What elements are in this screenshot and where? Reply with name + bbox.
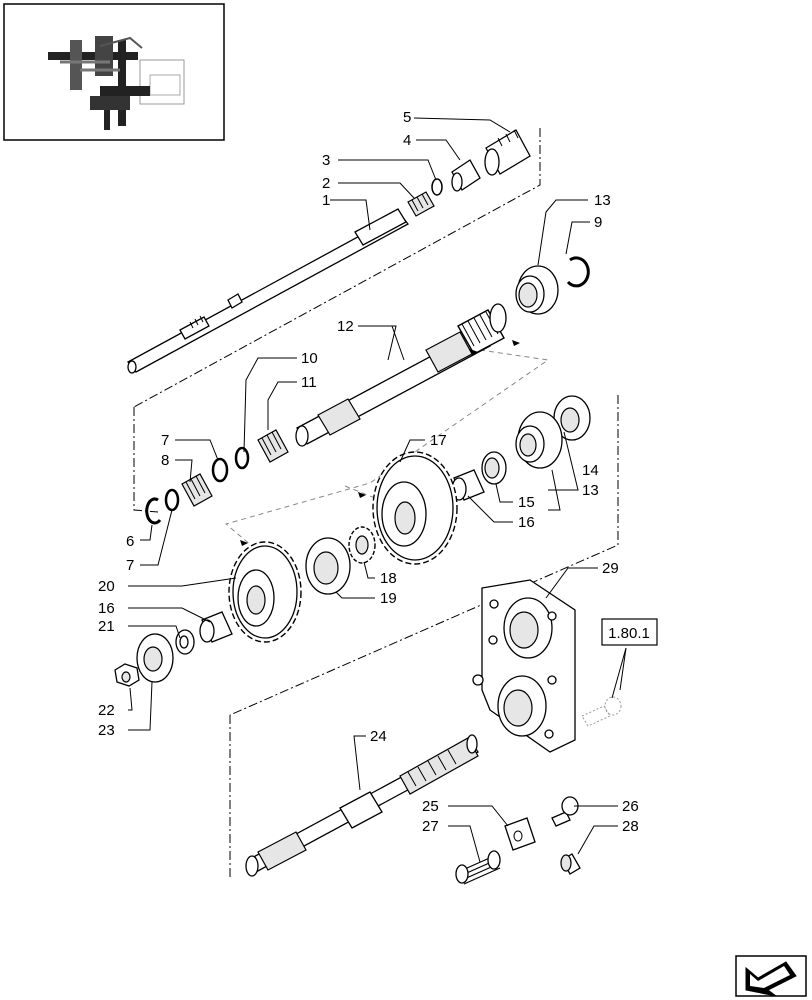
part-3-circlip (431, 178, 443, 196)
leader-lines (128, 117, 627, 863)
callout-10: 10 (301, 350, 318, 367)
callout-13-lower: 13 (582, 482, 599, 499)
reference-box[interactable]: 1.80.1 (601, 618, 658, 646)
part-20-gear (228, 541, 302, 643)
callout-18: 18 (380, 570, 397, 587)
callout-3: 3 (322, 152, 330, 169)
part-7-ring-lower (164, 488, 180, 512)
callout-21: 21 (98, 618, 115, 635)
part-9-circlip (566, 256, 590, 288)
callout-24: 24 (370, 728, 387, 745)
part-26-pin (551, 796, 579, 827)
callout-4: 4 (403, 132, 411, 149)
reference-box-label: 1.80.1 (608, 625, 650, 642)
callout-5: 5 (403, 109, 411, 126)
callout-25: 25 (422, 798, 439, 815)
callout-27: 27 (422, 818, 439, 835)
callout-1: 1 (322, 192, 330, 209)
part-19-hub (305, 537, 351, 595)
part-25-washer (504, 817, 536, 851)
part-24-shaft (245, 734, 479, 877)
part-1-shaft (127, 208, 409, 374)
part-2-needle-bearing (407, 191, 435, 217)
callout-8: 8 (161, 452, 169, 469)
referenced-bolt-ghost (581, 696, 622, 727)
callout-20: 20 (98, 578, 115, 595)
part-12-shaft (295, 303, 507, 447)
part-16-bushing-lower (199, 611, 233, 643)
part-13-bearing-upper (515, 265, 559, 315)
part-7-ring-upper (211, 457, 229, 483)
callout-2: 2 (322, 175, 330, 192)
part-23-bearing (136, 633, 174, 683)
part-4-sleeve (451, 159, 481, 192)
callout-15: 15 (518, 494, 535, 511)
part-16-bushing-upper (451, 469, 485, 501)
callout-7-lower: 7 (126, 557, 134, 574)
callout-labels: 1 2 3 4 5 6 7 7 8 9 10 11 12 13 13 14 15… (98, 109, 639, 835)
callout-22: 22 (98, 702, 115, 719)
callout-7-upper: 7 (161, 432, 169, 449)
callout-14: 14 (582, 462, 599, 479)
callout-12: 12 (337, 318, 354, 335)
part-13-bearing-lower (515, 411, 563, 469)
part-15-spacer (481, 451, 507, 485)
part-18-pinion (348, 526, 376, 564)
callout-19: 19 (380, 590, 397, 607)
callout-16-upper: 16 (518, 514, 535, 531)
callout-28: 28 (622, 818, 639, 835)
part-17-gear (372, 451, 458, 565)
assembly-arrows (240, 340, 520, 546)
callout-17: 17 (430, 432, 447, 449)
callout-13-upper: 13 (594, 192, 611, 209)
callout-26: 26 (622, 798, 639, 815)
part-6-circlip (145, 497, 162, 525)
callout-6: 6 (126, 533, 134, 550)
callout-9: 9 (594, 214, 602, 231)
part-5-coupling (484, 129, 531, 176)
part-10-ring (234, 446, 250, 470)
callout-29: 29 (602, 560, 619, 577)
part-21-washer (175, 629, 195, 655)
part-28-cap (560, 853, 581, 875)
part-29-housing (472, 579, 576, 753)
locator-thumbnail (3, 3, 225, 141)
callout-16-lower: 16 (98, 600, 115, 617)
part-11-needle-bearing (257, 429, 289, 463)
part-8-needle-bearing (181, 473, 213, 507)
callout-11: 11 (301, 374, 317, 391)
assembly-boundaries (133, 128, 619, 880)
callout-23: 23 (98, 722, 115, 739)
part-27-spring (455, 850, 501, 885)
part-22-nut (114, 663, 140, 687)
next-page-arrow-icon[interactable] (735, 955, 807, 997)
